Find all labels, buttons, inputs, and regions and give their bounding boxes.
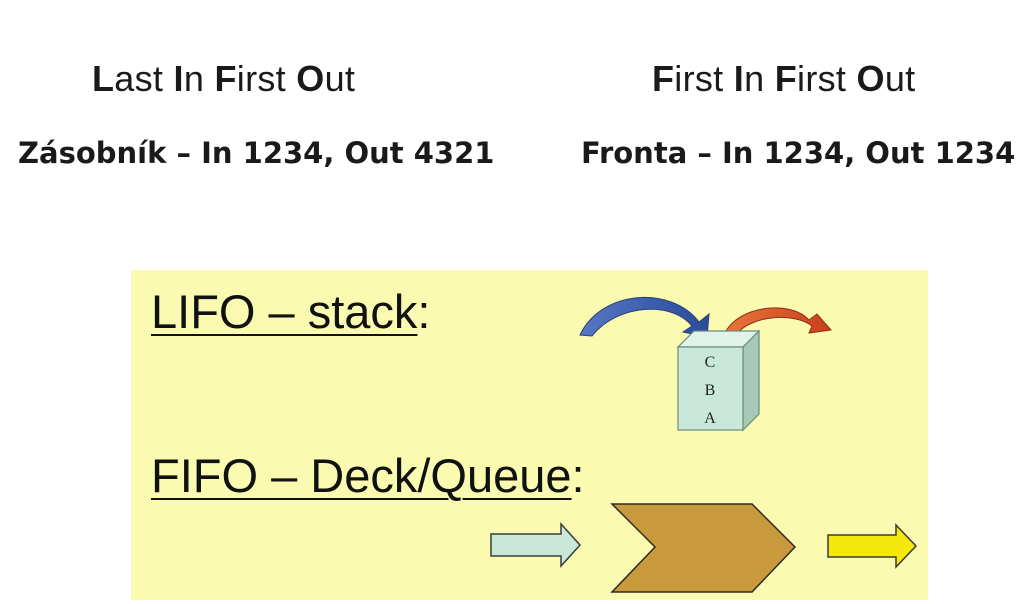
lifo-description: Zásobník – In 1234, Out 4321 xyxy=(18,136,495,170)
enqueue-arrow-icon xyxy=(490,522,582,568)
lifo-acronym-initial-1: I xyxy=(173,58,184,99)
lifo-acronym-word-rest-3: ut xyxy=(324,58,356,99)
fifo-acronym-word-rest-1: n xyxy=(744,58,775,99)
lifo-stack-title-text: LIFO – stack xyxy=(151,285,418,338)
fifo-acronym-initial-0: F xyxy=(652,58,675,99)
lifo-acronym-word-rest-1: n xyxy=(183,58,215,99)
dequeue-arrow-icon xyxy=(827,523,918,569)
lifo-fifo-diagram: C B A xyxy=(490,296,918,593)
lifo-stack-title: LIFO – stack: xyxy=(151,284,430,339)
lifo-acronym-word-rest-0: ast xyxy=(114,58,174,99)
stack-item-c: C xyxy=(705,354,716,371)
stack-box-icon: C B A xyxy=(676,329,761,432)
fifo-queue-title-colon: : xyxy=(571,449,585,502)
fifo-queue-title-text: FIFO – Deck/Queue xyxy=(151,449,572,502)
lifo-acronym-initial-2: F xyxy=(214,58,237,99)
fifo-acronym-word-rest-0: irst xyxy=(674,58,734,99)
lifo-acronym-word-rest-2: irst xyxy=(236,58,297,99)
diagram-panel: LIFO – stack: FIFO – Deck/Queue: C B A xyxy=(131,270,928,600)
lifo-acronym-heading: Last In First Out xyxy=(92,58,355,100)
fifo-acronym-word-rest-2: irst xyxy=(797,58,857,99)
fifo-queue-title: FIFO – Deck/Queue: xyxy=(151,448,585,503)
fifo-acronym-word-rest-3: ut xyxy=(884,58,916,99)
stack-item-a: A xyxy=(704,410,716,427)
lifo-acronym-initial-0: L xyxy=(92,58,115,99)
fifo-acronym-initial-3: O xyxy=(856,58,885,99)
pop-arrow-icon xyxy=(724,307,832,337)
fifo-description: Fronta – In 1234, Out 1234 xyxy=(581,136,1016,170)
lifo-stack-title-colon: : xyxy=(417,285,431,338)
stack-item-b: B xyxy=(705,382,716,399)
push-arrow-icon xyxy=(579,296,710,338)
queue-chevron-icon xyxy=(610,503,797,593)
fifo-acronym-heading: First In First Out xyxy=(652,58,915,100)
lifo-acronym-initial-3: O xyxy=(296,58,325,99)
fifo-acronym-initial-2: F xyxy=(774,58,798,99)
fifo-acronym-initial-1: I xyxy=(733,58,745,99)
